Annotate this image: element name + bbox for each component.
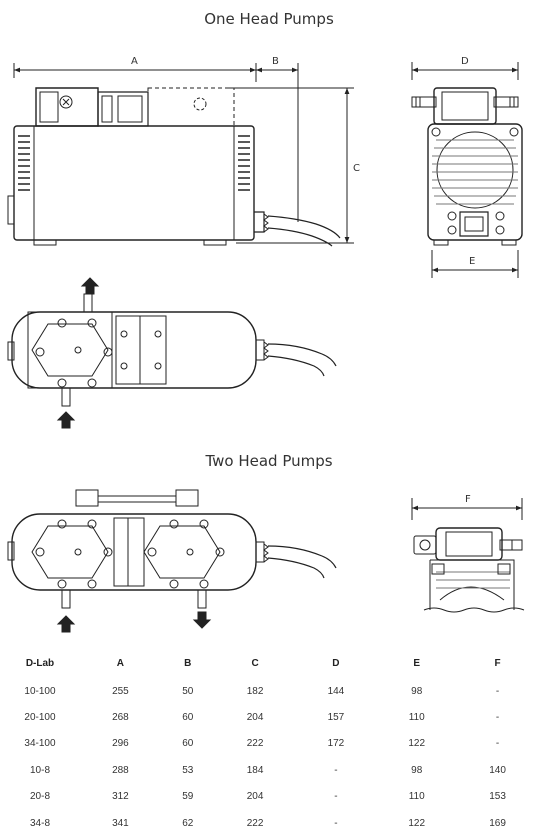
one-head-pumps-title: One Head Pumps — [204, 10, 334, 28]
dimension-f-label: F — [465, 494, 471, 505]
table-cell: 268 — [112, 712, 129, 724]
column-header: B — [184, 657, 192, 669]
one-head-side-view: A B C — [8, 56, 360, 246]
table-cell: 20-8 — [29, 791, 50, 803]
table-cell: 50 — [182, 685, 194, 697]
dimension-c-label: C — [353, 163, 360, 174]
table-row: 10-100 255 50 182 144 98 - — [0, 678, 538, 704]
two-head-pumps-title: Two Head Pumps — [205, 452, 333, 470]
table-cell: 34-100 — [24, 738, 56, 750]
table-cell: 157 — [327, 712, 345, 724]
table-cell: 184 — [246, 764, 264, 776]
table-row: 20-100 268 60 204 157 110 - — [0, 704, 538, 730]
table-cell: 255 — [112, 685, 129, 697]
table-cell: 10-8 — [29, 764, 50, 776]
table-cell: 288 — [112, 764, 129, 776]
table-cell: 144 — [327, 685, 345, 697]
table-cell: 140 — [489, 764, 506, 776]
column-header: A — [116, 657, 125, 669]
table-header-row: D-Lab A B C D E F — [0, 648, 538, 678]
table-cell: 169 — [489, 817, 506, 829]
table-row: 20-8 312 59 204 - 110 153 — [0, 784, 538, 810]
table-cell: 110 — [408, 791, 425, 803]
dimension-e-label: E — [469, 256, 475, 267]
column-header: D — [332, 657, 340, 669]
table-cell: 98 — [411, 764, 423, 776]
column-header: E — [413, 657, 421, 669]
table-cell: - — [334, 764, 338, 776]
table-cell: 341 — [112, 817, 129, 829]
table-cell: 222 — [246, 738, 264, 750]
dimension-b-label: B — [272, 56, 279, 67]
table-cell: - — [495, 685, 500, 697]
table-cell: - — [495, 712, 500, 724]
two-head-end-view: F — [412, 494, 524, 612]
table-cell: - — [334, 817, 338, 829]
table-cell: - — [334, 791, 338, 803]
dimension-a-label: A — [131, 56, 138, 67]
dimension-d-label: D — [461, 56, 469, 67]
table-cell: 110 — [408, 712, 425, 724]
one-head-end-view: D E — [412, 56, 522, 278]
one-head-top-view — [8, 278, 336, 428]
table-cell: 60 — [182, 712, 194, 724]
table-cell: 296 — [112, 738, 129, 750]
table-cell: 222 — [246, 817, 264, 829]
dimensions-table: D-Lab A B C D E F 10-100 255 50 182 144 … — [0, 648, 538, 836]
table-cell: 98 — [411, 685, 423, 697]
table-cell: 34-8 — [29, 817, 50, 829]
table-cell: - — [495, 738, 500, 750]
table-row: 34-100 296 60 222 172 122 - — [0, 731, 538, 757]
table-cell: 10-100 — [24, 685, 56, 697]
table-cell: 122 — [408, 738, 426, 750]
table-row: 10-8 288 53 184 - 98 140 — [0, 757, 538, 783]
table-cell: 182 — [246, 685, 264, 697]
technical-drawing: A B C — [0, 56, 538, 640]
table-cell: 60 — [182, 738, 194, 750]
table-cell: 62 — [182, 817, 194, 829]
two-head-top-view — [8, 490, 336, 632]
table-cell: 20-100 — [24, 712, 56, 724]
table-cell: 153 — [489, 791, 506, 803]
column-header: D-Lab — [25, 657, 55, 669]
table-cell: 122 — [408, 817, 426, 829]
table-cell: 204 — [246, 791, 264, 803]
column-header: C — [251, 657, 259, 669]
table-cell: 53 — [182, 764, 194, 776]
table-cell: 312 — [112, 791, 129, 803]
table-cell: 204 — [246, 712, 264, 724]
table-cell: 172 — [327, 738, 345, 750]
column-header: F — [494, 657, 501, 669]
table-row: 34-8 341 62 222 - 122 169 — [0, 810, 538, 836]
table-cell: 59 — [182, 791, 194, 803]
